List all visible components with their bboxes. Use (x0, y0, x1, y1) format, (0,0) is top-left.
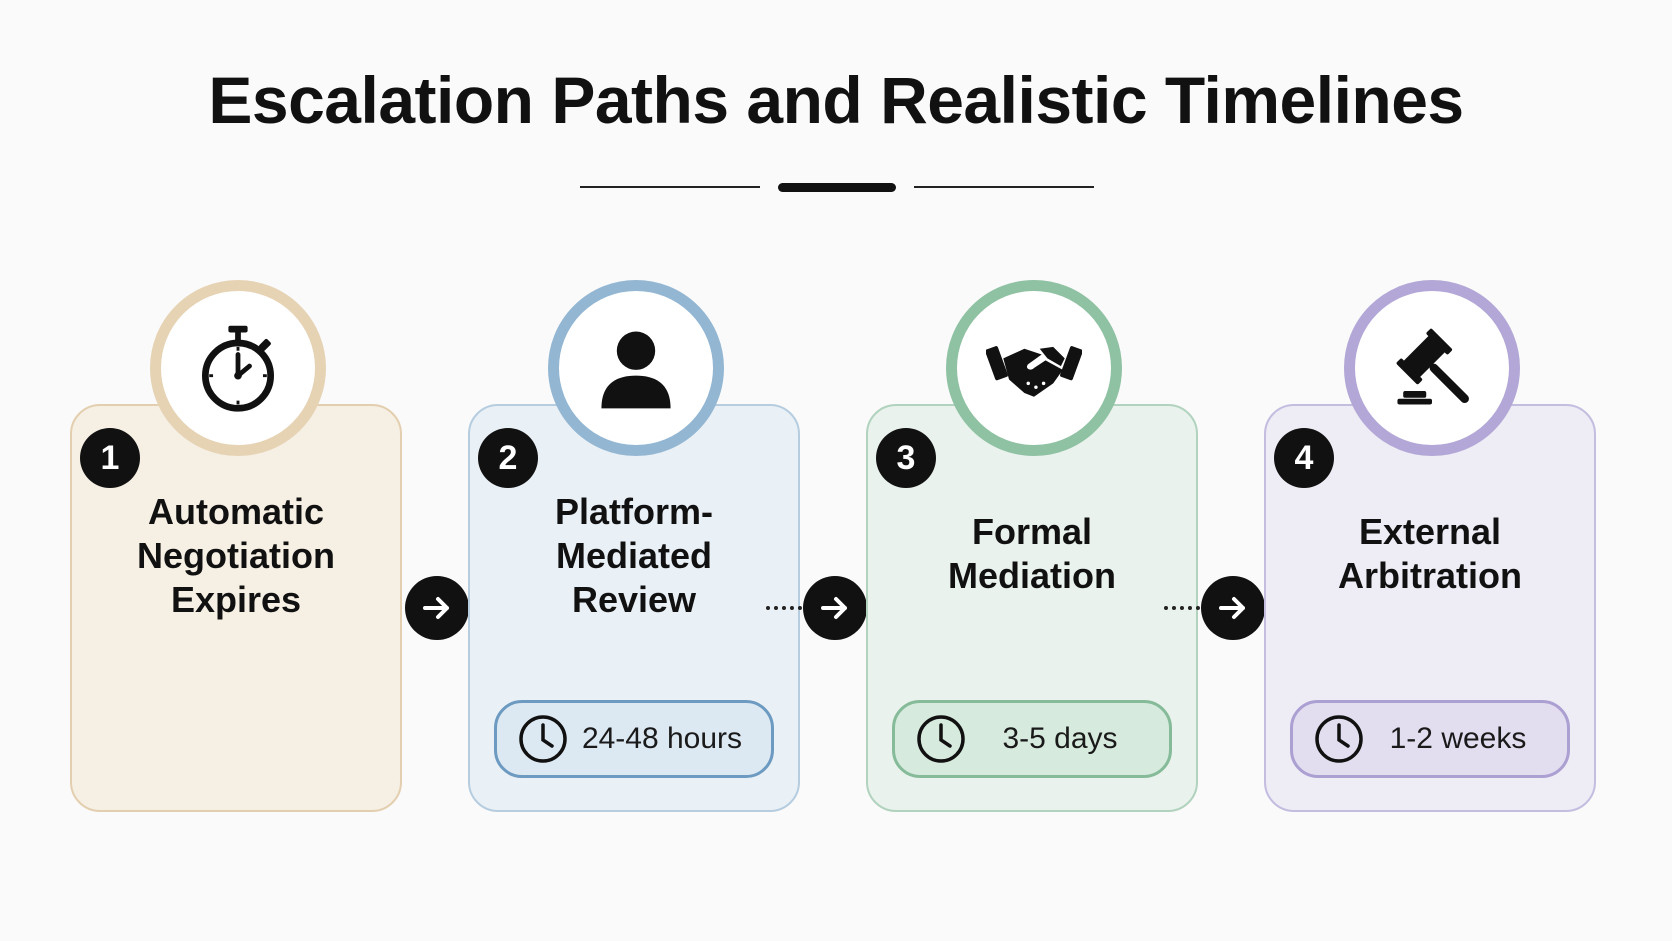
step-card-2: 2 Platform- Mediated Review 24-48 hours (468, 280, 804, 816)
step-title: External Arbitration (1338, 511, 1522, 596)
clock-icon (917, 715, 965, 763)
duration-pill: 3-5 days (892, 700, 1172, 778)
duration-text: 3-5 days (1002, 722, 1118, 755)
step-card-4: 4 External Arbitration 1-2 weeks (1264, 280, 1600, 816)
connector-dots (1164, 606, 1200, 610)
arrow-right-icon (405, 576, 469, 640)
arrow-right-icon (803, 576, 867, 640)
step-card-3: 3 Formal Mediation 3-5 days (866, 280, 1202, 816)
step-number-badge: 3 (876, 428, 936, 488)
title-divider-left (580, 186, 760, 188)
page-title: Escalation Paths and Realistic Timelines (208, 63, 1464, 137)
clock-icon (1315, 715, 1363, 763)
title-divider-right (914, 186, 1094, 188)
connector-dots (766, 606, 802, 610)
step-title: Automatic Negotiation Expires (137, 491, 335, 620)
stopwatch-icon (150, 280, 326, 456)
step-title: Platform- Mediated Review (554, 491, 713, 620)
step-number-badge: 4 (1274, 428, 1334, 488)
handshake-icon (946, 280, 1122, 456)
duration-text: 1-2 weeks (1389, 722, 1527, 755)
step-card-1: 1 Automatic Negotiation Expires (70, 280, 406, 816)
clock-icon (519, 715, 567, 763)
step-number-badge: 1 (80, 428, 140, 488)
arrow-right-icon (1201, 576, 1265, 640)
step-title: Formal Mediation (948, 511, 1116, 596)
step-number-badge: 2 (478, 428, 538, 488)
title-divider-center (778, 183, 896, 192)
duration-text: 24-48 hours (581, 722, 743, 755)
person-icon (548, 280, 724, 456)
gavel-icon (1344, 280, 1520, 456)
duration-pill: 1-2 weeks (1290, 700, 1570, 778)
duration-pill: 24-48 hours (494, 700, 774, 778)
